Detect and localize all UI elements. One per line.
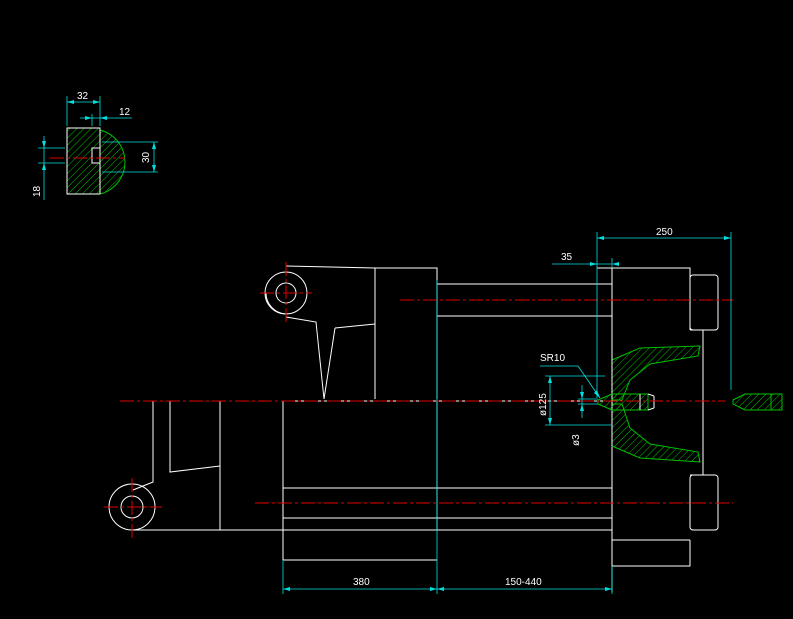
sprue-bushing-hatch-lower [611,403,701,463]
dim-text-35: 35 [561,252,573,263]
main-assembly: 250 35 SR10 ø125 ø3 380 [104,227,783,594]
nozzle-outer [732,393,783,411]
dim-text-d125: ø125 [538,393,549,416]
fixed-platen [597,267,691,592]
lower-link-arm [132,401,283,531]
dim-text-18: 18 [32,185,43,197]
sprue-bushing-hatch [611,345,701,401]
dim-text-sr10: SR10 [540,353,565,364]
dim-text-12: 12 [119,107,131,118]
upper-link-arm [285,265,376,400]
dim-text-150-440: 150-440 [505,577,542,588]
detail-round-head [99,129,126,195]
dim-text-32: 32 [77,91,89,102]
dim-text-d3: ø3 [571,434,582,446]
detail-section-hatch [66,127,101,195]
dim-text-380: 380 [353,577,370,588]
dim-text-250: 250 [656,227,673,238]
detail-view: 32 12 30 18 [32,91,158,200]
dim-text-30: 30 [141,151,152,163]
moving-platen [282,400,438,531]
upper-housing [375,267,612,399]
upper-nut-block [689,274,719,331]
